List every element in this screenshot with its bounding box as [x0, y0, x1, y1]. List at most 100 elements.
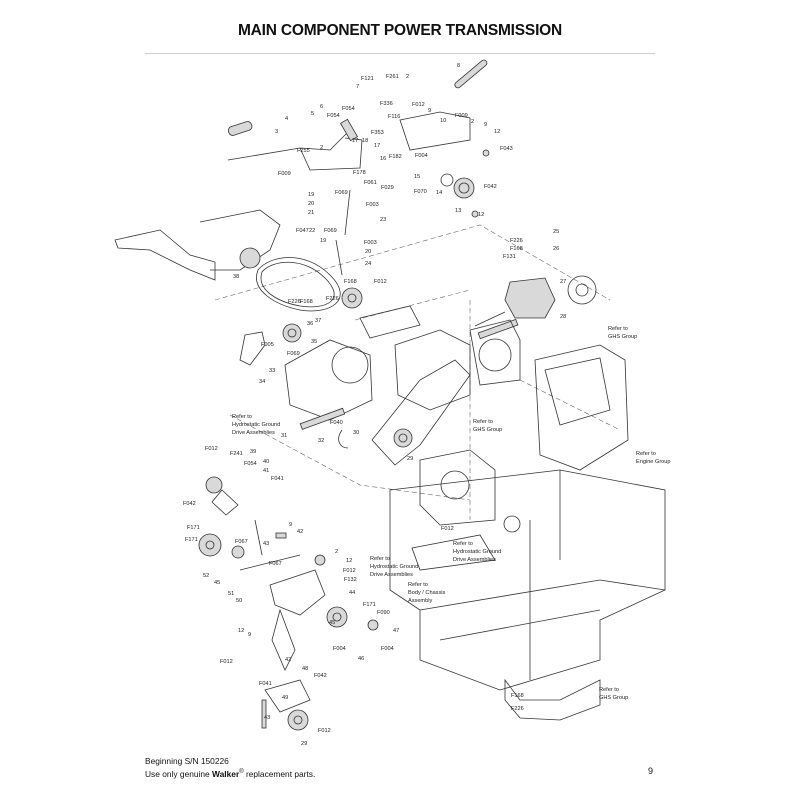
callout: F131 — [503, 254, 516, 260]
callout: 6 — [320, 104, 323, 110]
callout: 12 — [238, 628, 244, 634]
genuine-prefix: Use only genuine — [145, 768, 213, 779]
callout: 19 — [308, 192, 314, 198]
callout: F004 — [381, 646, 394, 652]
callout: 14 — [436, 190, 442, 196]
callout: F029 — [381, 185, 394, 191]
callout: 17 — [352, 138, 358, 144]
callout: 2 — [320, 145, 323, 151]
callout: 33 — [269, 368, 275, 374]
callout: F041 — [271, 476, 284, 482]
callout: 51 — [228, 591, 234, 597]
transmission-components — [284, 277, 629, 533]
page-number: 9 — [648, 766, 654, 776]
pulleys — [198, 275, 597, 731]
callout: F009 — [278, 171, 291, 177]
callout: F069 — [287, 351, 300, 357]
callout: 49 — [282, 695, 288, 701]
callout: F012 — [343, 568, 356, 574]
ref-note: Refer to — [453, 541, 473, 547]
callout: 19 — [320, 238, 326, 244]
callout: 12 — [494, 129, 500, 135]
callout: 3 — [275, 129, 278, 135]
callout: F012 — [205, 446, 218, 452]
callout: 2 — [471, 119, 474, 125]
reference-notes: Refer to GHS Group Refer to Hydrostatic … — [232, 326, 671, 701]
callout: F226 — [510, 238, 523, 244]
callout: F003 — [366, 202, 379, 208]
ref-note: GHS Group — [599, 695, 628, 701]
callout: F067 — [269, 561, 282, 567]
callout: 9 — [484, 122, 487, 128]
genuine-parts-note: Use only genuine Walker® replacement par… — [145, 767, 315, 780]
callout: 9 — [248, 632, 251, 638]
callout: F090 — [377, 610, 390, 616]
callout: F042 — [314, 673, 327, 679]
callout: 9 — [289, 522, 292, 528]
callout: 45 — [329, 620, 335, 626]
callout: 34 — [259, 379, 265, 385]
callout: 47 — [393, 628, 399, 634]
callout: 50 — [236, 598, 242, 604]
left-lever-assembly — [114, 189, 363, 309]
callout: 22 — [309, 228, 315, 234]
serial-note: Beginning S/N 150226 — [145, 756, 229, 766]
callout: F226 — [511, 706, 524, 712]
callout: F226 — [288, 299, 301, 305]
ref-note: GHS Group — [473, 427, 502, 433]
callout: F040 — [330, 420, 343, 426]
callout: F069 — [324, 228, 337, 234]
callout: 5 — [311, 111, 314, 117]
callout: F043 — [500, 146, 513, 152]
callout: F121 — [361, 76, 374, 82]
callout: 2 — [406, 74, 409, 80]
callout: 2 — [335, 549, 338, 555]
callout: 37 — [315, 318, 321, 324]
callout: 28 — [560, 314, 566, 320]
callout: F255 — [297, 148, 310, 154]
callout: F012 — [220, 659, 233, 665]
callout: 18 — [362, 138, 368, 144]
callout: F168 — [300, 299, 313, 305]
callout: 30 — [353, 430, 359, 436]
ref-note: Refer to — [370, 556, 390, 562]
callout: F261 — [386, 74, 399, 80]
callout: F067 — [235, 539, 248, 545]
callout: F116 — [388, 114, 400, 120]
callout: 25 — [553, 229, 559, 235]
callout: 16 — [380, 156, 386, 162]
callout: F070 — [414, 189, 427, 195]
callout: F004 — [333, 646, 346, 652]
footer-info: Beginning S/N 150226 Use only genuine Wa… — [145, 756, 315, 780]
callout: F353 — [371, 130, 384, 136]
callout: F168 — [510, 246, 523, 252]
callout: 7 — [356, 84, 359, 90]
callout: 46 — [358, 656, 364, 662]
callout: F171 — [187, 525, 200, 531]
callout: 42 — [285, 657, 291, 663]
ref-note: Hydrostatic Ground — [453, 549, 501, 555]
page-title: MAIN COMPONENT POWER TRANSMISSION — [237, 22, 563, 39]
ref-note: Drive Assemblies — [370, 572, 413, 578]
ref-note: Refer to — [473, 419, 493, 425]
callout: F168 — [511, 693, 524, 699]
callout: F182 — [389, 154, 402, 160]
callout: F241 — [230, 451, 243, 457]
callout: F041 — [259, 681, 272, 687]
ref-note: Drive Assemblies — [453, 557, 496, 563]
callout: F012 — [412, 102, 425, 108]
callout: 17 — [374, 143, 380, 149]
callout: F012 — [318, 728, 331, 734]
callout: F009 — [455, 113, 468, 119]
callout-labels: F121 F261 2 7 F336 F012 8 F054 F054 F116… — [183, 63, 566, 747]
ref-note: GHS Group — [608, 334, 637, 340]
chassis-frame — [389, 469, 666, 721]
ref-note: Hydrostatic Ground — [370, 564, 418, 570]
callout: 24 — [365, 261, 371, 267]
callout: F042 — [183, 501, 196, 507]
ref-note: Hydrostatic Ground — [232, 422, 280, 428]
callout: F012 — [441, 526, 454, 532]
ref-note: Body / Chassis — [408, 590, 446, 596]
callout: 13 — [455, 208, 461, 214]
